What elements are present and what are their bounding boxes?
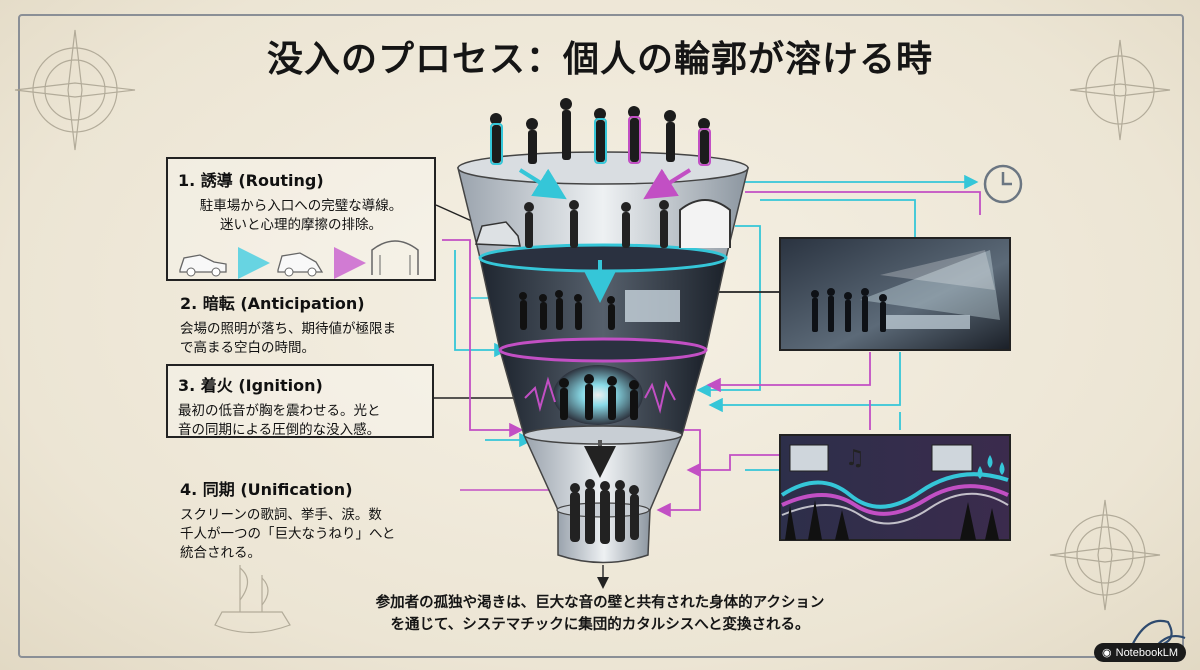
desc-line: 迷いと心理的摩擦の排除。	[220, 217, 382, 233]
step-description: スクリーンの歌詞、挙手、涙。数 千人が一つの「巨大なうねり」へと 統合される。	[180, 506, 460, 563]
caption-line: 参加者の孤独や渇きは、巨大な音の壁と共有された身体的アクション	[375, 595, 825, 611]
desc-line: スクリーンの歌詞、挙手、涙。数	[180, 507, 382, 523]
border-frame	[18, 14, 1184, 658]
compass-rose-right-icon	[1049, 39, 1171, 611]
teardrop-icon	[977, 455, 1005, 479]
step-anticipation: 2. 暗転 (Anticipation) 会場の照明が落ち、期待値が極限ま で高…	[180, 290, 470, 358]
crowd-wave-panel: ♫	[779, 434, 1011, 541]
step-routing: 1. 誘導 (Routing) 駐車場から入口への完璧な導線。 迷いと心理的摩擦…	[166, 157, 436, 281]
funnel	[457, 98, 749, 589]
people-top	[490, 98, 711, 166]
step-description: 駐車場から入口への完璧な導線。 迷いと心理的摩擦の排除。	[178, 197, 424, 235]
step-heading: 4. 同期 (Unification)	[180, 480, 353, 499]
caption-line: を通じて、システマチックに集団的カタルシスへと変換される。	[390, 617, 810, 633]
music-note-icon: ♫	[845, 446, 865, 471]
desc-line: 千人が一つの「巨大なうねり」へと	[180, 526, 396, 542]
step-heading: 3. 着火 (Ignition)	[178, 376, 323, 395]
connector-step1	[435, 204, 475, 223]
step-description: 最初の低音が胸を震わせる。光と 音の同期による圧倒的な没入感。	[178, 402, 422, 440]
stage-panel	[779, 237, 1011, 351]
desc-line: 音の同期による圧倒的な没入感。	[178, 422, 381, 438]
step-heading: 1. 誘導 (Routing)	[178, 171, 324, 190]
desc-line: 会場の照明が落ち、期待値が極限ま	[180, 321, 396, 337]
summary-caption: 参加者の孤独や渇きは、巨大な音の壁と共有された身体的アクション を通じて、システ…	[250, 592, 950, 636]
compass-rose-left-icon	[14, 29, 136, 151]
routing-lines	[442, 174, 981, 518]
desc-line: で高まる空白の時間。	[180, 340, 315, 356]
desc-line: 駐車場から入口への完璧な導線。	[199, 198, 403, 214]
step-description: 会場の照明が落ち、期待値が極限ま で高まる空白の時間。	[180, 320, 470, 358]
step-unification: 4. 同期 (Unification) スクリーンの歌詞、挙手、涙。数 千人が一…	[180, 476, 460, 563]
notebooklm-logo-icon: ◉	[1102, 647, 1112, 659]
brand-label: NotebookLM	[1115, 647, 1178, 659]
page-title: 没入のプロセス：個人の輪郭が溶ける時	[266, 38, 933, 80]
desc-line: 統合される。	[180, 545, 261, 561]
brand-badge: ◉NotebookLM	[1094, 643, 1186, 662]
ship-sketch-icon	[214, 565, 291, 634]
clock-icon	[983, 164, 1023, 204]
routing-icons	[179, 240, 419, 279]
desc-line: 最初の低音が胸を震わせる。光と	[178, 403, 381, 419]
step-ignition: 3. 着火 (Ignition) 最初の低音が胸を震わせる。光と 音の同期による…	[166, 364, 434, 438]
step-heading: 2. 暗転 (Anticipation)	[180, 294, 365, 313]
